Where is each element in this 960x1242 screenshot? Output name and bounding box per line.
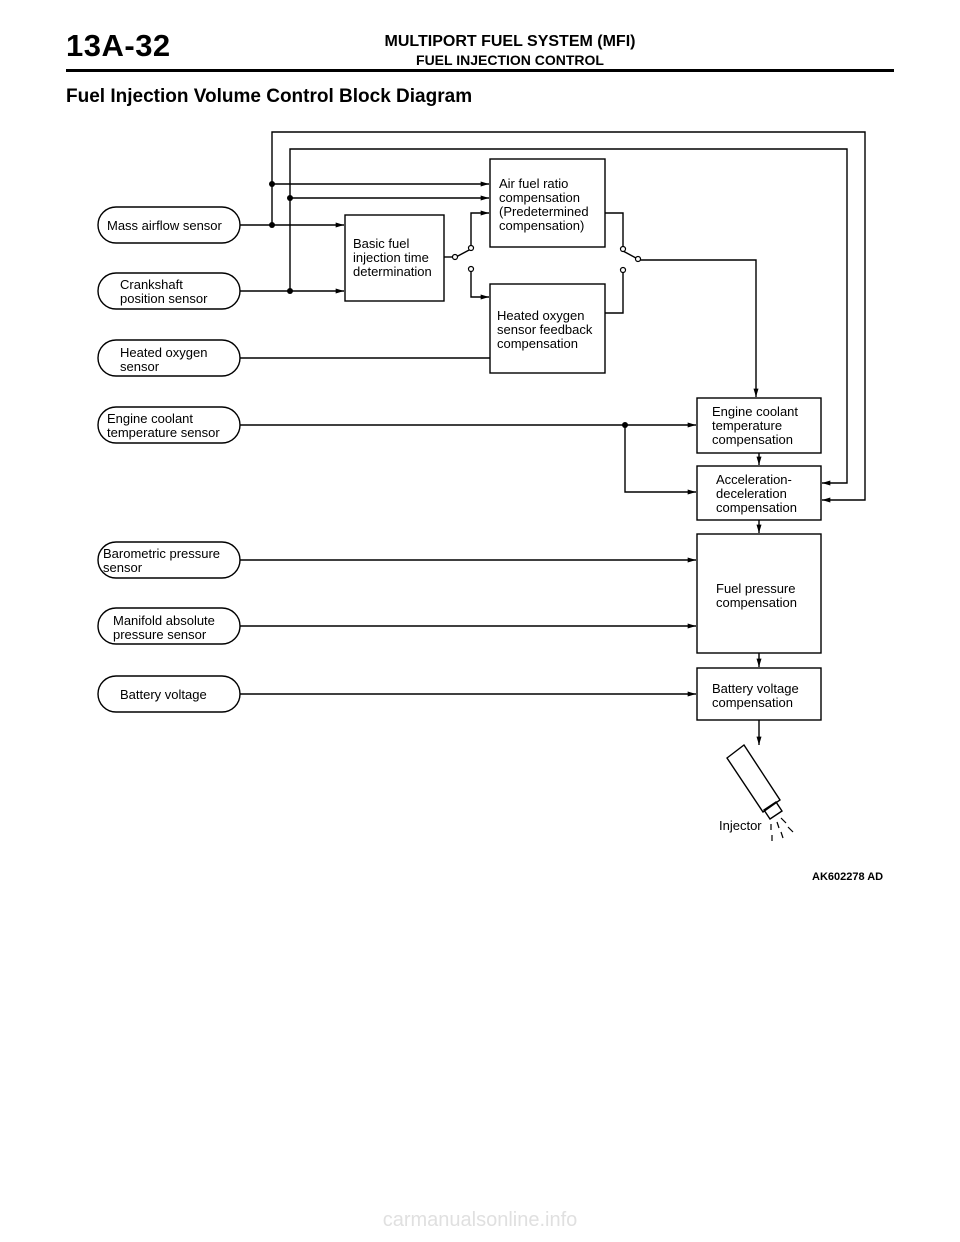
header-subtitle: FUEL INJECTION CONTROL: [416, 52, 604, 68]
block-accel-label: Acceleration- deceleration compensation: [716, 472, 797, 515]
watermark: carmanualsonline.info: [382, 1209, 578, 1231]
block-afr-label: Air fuel ratio compensation (Predetermin…: [499, 176, 589, 233]
block-basic-label: Basic fuel injection time determination: [353, 236, 432, 279]
header-rule: [66, 69, 894, 72]
switch1-contact-o2fb: [467, 265, 475, 273]
switch1-to-afr-line: [470, 210, 489, 247]
switch1-contact-afr: [467, 244, 475, 252]
page-number: 13A-32: [66, 28, 171, 63]
sensor-crank-label: Crankshaft position sensor: [120, 277, 208, 306]
maf-feedback-loop: [271, 131, 866, 503]
afr-to-switch2-line: [605, 212, 624, 247]
switch1-to-o2fb-line: [470, 270, 489, 300]
junction-dot: [622, 422, 628, 428]
header-title: MULTIPORT FUEL SYSTEM (MFI): [384, 33, 636, 50]
switch2-blade: [622, 250, 637, 259]
block-o2fb-label: Heated oxygen sensor feedback compensati…: [497, 308, 593, 351]
junction-dot: [287, 195, 293, 201]
injector-graphic: [726, 743, 794, 841]
sensor-batt-label: Battery voltage: [120, 687, 207, 702]
block-o2fb-box: [489, 283, 606, 374]
section-title: Fuel Injection Volume Control Block Diag…: [66, 86, 473, 107]
block-afr-box: [489, 158, 606, 248]
o2fb-to-switch2-line: [605, 272, 624, 314]
switch2-to-ect-comp-line: [640, 259, 759, 397]
switch1-blade: [455, 248, 472, 258]
junction-dot: [269, 181, 275, 187]
figure-id: AK602278 AD: [812, 871, 884, 883]
block-fuelp-label: Fuel pressure compensation: [716, 581, 797, 610]
sensor-o2-label: Heated oxygen sensor: [120, 345, 208, 374]
junction-dot: [287, 288, 293, 294]
injector-body: [726, 743, 781, 813]
sensor-map-label: Manifold absolute pressure sensor: [113, 613, 215, 642]
sensor-ect-label: Engine coolant temperature sensor: [107, 411, 220, 440]
block-basic-box: [344, 214, 445, 302]
junction-dot: [269, 222, 275, 228]
sensor-baro-label: Barometric pressure sensor: [103, 546, 221, 575]
injector-label: Injector: [719, 818, 762, 833]
injector-spray: [770, 817, 794, 841]
block-batt-comp-label: Battery voltage compensation: [712, 681, 799, 710]
switch2-contact-afr: [619, 245, 627, 253]
switch1-pivot: [451, 253, 459, 261]
switch2-pivot: [634, 255, 642, 263]
junction-dots: [269, 181, 628, 428]
injector-nozzle: [763, 801, 783, 820]
switch2-contact-o2fb: [619, 266, 627, 274]
ect-to-accel-line: [624, 425, 697, 495]
block-ect-comp-label: Engine coolant temperature compensation: [712, 404, 799, 447]
sensor-maf-label: Mass airflow sensor: [107, 218, 222, 233]
